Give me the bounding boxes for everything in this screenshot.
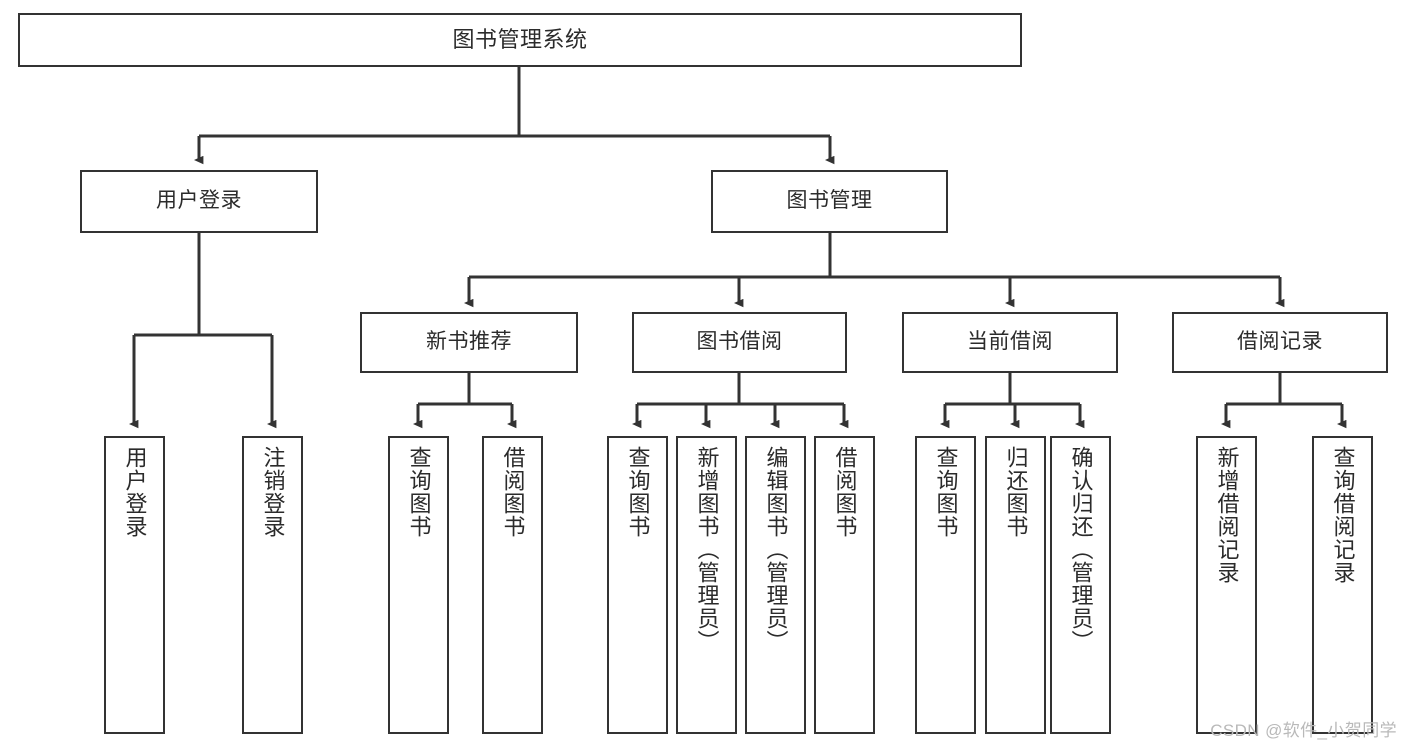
leaf-query-book-borrow[interactable]: 查询图书 <box>607 436 668 734</box>
node-label: 新增图书（管理员） <box>694 446 720 653</box>
leaf-add-borrow-record[interactable]: 新增借阅记录 <box>1196 436 1257 734</box>
node-label: 用户登录 <box>156 189 242 213</box>
node-label: 查询图书 <box>625 446 651 538</box>
node-label: 借阅图书 <box>500 446 526 538</box>
node-label: 查询借阅记录 <box>1330 446 1356 584</box>
leaf-edit-book-admin[interactable]: 编辑图书（管理员） <box>745 436 806 734</box>
node-borrow-record[interactable]: 借阅记录 <box>1172 312 1388 373</box>
node-label: 确认归还（管理员） <box>1068 446 1094 653</box>
leaf-return-book[interactable]: 归还图书 <box>985 436 1046 734</box>
node-current-borrow[interactable]: 当前借阅 <box>902 312 1118 373</box>
leaf-query-borrow-record[interactable]: 查询借阅记录 <box>1312 436 1373 734</box>
node-label: 注销登录 <box>260 446 286 538</box>
node-label: 借阅图书 <box>832 446 858 538</box>
node-label: 编辑图书（管理员） <box>763 446 789 653</box>
node-user-login[interactable]: 用户登录 <box>80 170 318 233</box>
leaf-query-book-recommend[interactable]: 查询图书 <box>388 436 449 734</box>
node-label: 用户登录 <box>122 446 148 538</box>
leaf-add-book-admin[interactable]: 新增图书（管理员） <box>676 436 737 734</box>
watermark: CSDN @软件_小贺同学 <box>1210 721 1397 740</box>
node-label: 图书管理系统 <box>452 27 588 53</box>
node-label: 查询图书 <box>406 446 432 538</box>
leaf-borrow-book[interactable]: 借阅图书 <box>814 436 875 734</box>
node-label: 查询图书 <box>933 446 959 538</box>
node-label: 新增借阅记录 <box>1214 446 1240 584</box>
node-label: 当前借阅 <box>967 330 1053 354</box>
node-book-borrow[interactable]: 图书借阅 <box>632 312 847 373</box>
leaf-user-login[interactable]: 用户登录 <box>104 436 165 734</box>
leaf-query-book-current[interactable]: 查询图书 <box>915 436 976 734</box>
node-label: 借阅记录 <box>1237 330 1323 354</box>
node-book-management[interactable]: 图书管理 <box>711 170 948 233</box>
leaf-borrow-book-recommend[interactable]: 借阅图书 <box>482 436 543 734</box>
leaf-logout[interactable]: 注销登录 <box>242 436 303 734</box>
node-label: 新书推荐 <box>426 330 512 354</box>
node-root-book-management-system[interactable]: 图书管理系统 <box>18 13 1022 67</box>
node-label: 图书借阅 <box>696 330 783 354</box>
node-label: 归还图书 <box>1003 446 1029 538</box>
node-new-book-recommendation[interactable]: 新书推荐 <box>360 312 578 373</box>
leaf-confirm-return-admin[interactable]: 确认归还（管理员） <box>1050 436 1111 734</box>
node-label: 图书管理 <box>786 189 873 213</box>
